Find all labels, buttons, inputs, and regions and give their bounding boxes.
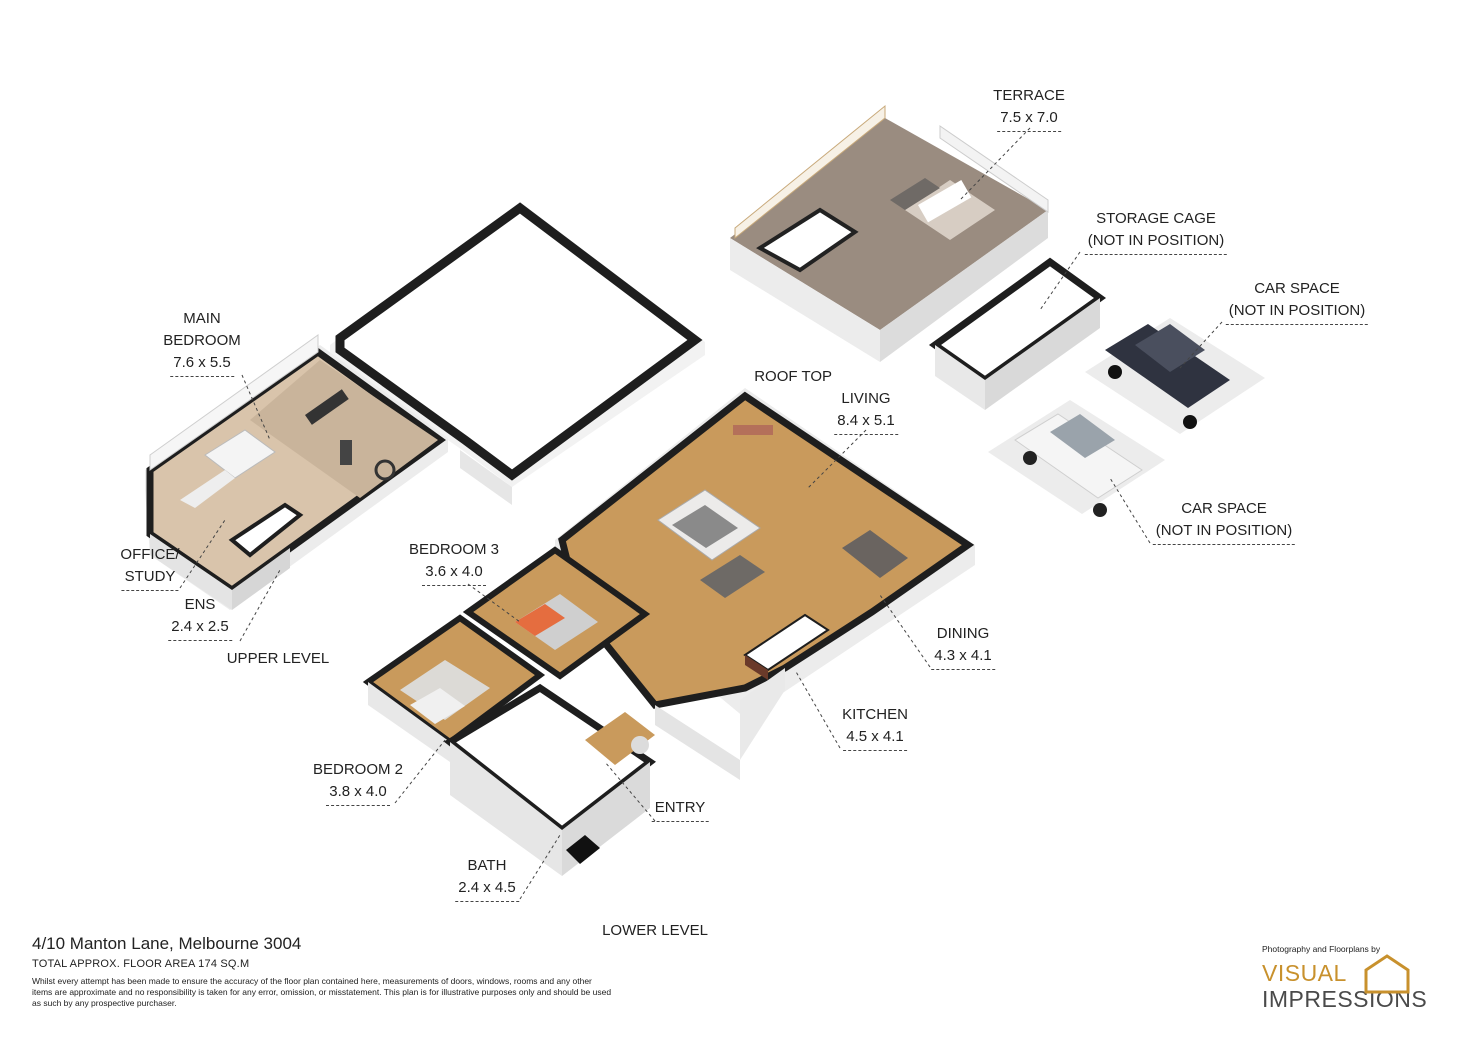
brand-logo: VISUAL IMPRESSIONS <box>1262 954 1442 1022</box>
room-dimension: 4.3 x 4.1 <box>931 645 995 670</box>
upper-level-label: UPPER LEVEL <box>226 650 330 667</box>
room-dimension: (NOT IN POSITION) <box>1225 300 1369 325</box>
room-dimension: (NOT IN POSITION) <box>1152 520 1296 545</box>
brand-name-line2: IMPRESSIONS <box>1262 986 1428 1012</box>
lower-level-label: LOWER LEVEL <box>602 922 708 939</box>
car-space-2 <box>988 400 1165 517</box>
room-name: KITCHEN <box>842 706 908 723</box>
label-roof-top-living: ROOF TOP LIVING 8.4 x 5.1 <box>754 366 898 435</box>
room-name: STORAGE CAGE <box>1096 210 1216 227</box>
label-office-study: OFFICE/ STUDY <box>120 544 180 591</box>
label-dining: DINING 4.3 x 4.1 <box>931 623 995 670</box>
upper-level-main-bedroom <box>145 334 448 610</box>
label-storage-cage: STORAGE CAGE (NOT IN POSITION) <box>1084 208 1228 255</box>
label-entry: ENTRY <box>651 797 709 822</box>
upper-level-courtyard <box>330 202 705 505</box>
brand-name-line1: VISUAL <box>1262 960 1347 986</box>
room-dimension: 7.6 x 5.5 <box>170 352 234 377</box>
room-name: CAR SPACE <box>1181 500 1267 517</box>
label-terrace: TERRACE 7.5 x 7.0 <box>993 85 1065 132</box>
room-name: BEDROOM 2 <box>312 761 404 778</box>
room-dimension: 2.4 x 2.5 <box>168 616 232 641</box>
room-name: TERRACE <box>993 87 1065 104</box>
label-ens: ENS 2.4 x 2.5 <box>168 594 232 641</box>
label-main-bedroom: MAIN BEDROOM 7.6 x 5.5 <box>163 308 241 377</box>
room-dimension: (NOT IN POSITION) <box>1084 230 1228 255</box>
brand-credit: Photography and Floorplans by <box>1262 944 1381 954</box>
room-name: BEDROOM 3 <box>408 541 500 558</box>
room-name: ENTRY <box>651 797 709 822</box>
room-name: ENS <box>184 596 216 613</box>
brand-block: Photography and Floorplans by VISUAL IMP… <box>1262 944 1442 1022</box>
room-dimension: 2.4 x 4.5 <box>455 877 519 902</box>
room-dimension: 3.8 x 4.0 <box>326 781 390 806</box>
label-kitchen: KITCHEN 4.5 x 4.1 <box>842 704 908 751</box>
house-icon <box>1364 954 1410 994</box>
storage-cage <box>928 257 1107 410</box>
plan-footer: 4/10 Manton Lane, Melbourne 3004 TOTAL A… <box>32 934 632 1009</box>
room-name: BATH <box>467 857 507 874</box>
room-name-line2: LIVING <box>841 390 891 407</box>
room-name: DINING <box>936 625 990 642</box>
room-name-line1: OFFICE/ <box>120 546 180 563</box>
disclaimer-text: Whilst every attempt has been made to en… <box>32 976 612 1008</box>
room-dimension: 8.4 x 5.1 <box>834 410 898 435</box>
room-dimension: 4.5 x 4.1 <box>843 726 907 751</box>
label-bedroom-3: BEDROOM 3 3.6 x 4.0 <box>409 539 499 586</box>
lower-level-living <box>555 388 975 780</box>
room-name-line2: BEDROOM <box>163 332 241 349</box>
label-car-space-2: CAR SPACE (NOT IN POSITION) <box>1152 498 1296 545</box>
room-name: CAR SPACE <box>1254 280 1340 297</box>
room-name-line2: STUDY <box>121 566 179 591</box>
total-floor-area: TOTAL APPROX. FLOOR AREA 174 SQ.M <box>32 958 250 970</box>
terrace-area <box>730 104 1049 362</box>
car-space-1 <box>1085 318 1265 434</box>
room-name-line1: MAIN <box>183 310 221 327</box>
room-dimension: 3.6 x 4.0 <box>422 561 486 586</box>
label-bath: BATH 2.4 x 4.5 <box>455 855 519 902</box>
property-address: 4/10 Manton Lane, Melbourne 3004 <box>32 934 302 953</box>
room-dimension: 7.5 x 7.0 <box>997 107 1061 132</box>
label-bedroom-2: BEDROOM 2 3.8 x 4.0 <box>313 759 403 806</box>
label-leader-lines <box>179 127 1223 900</box>
lower-level-bedrooms <box>362 546 656 876</box>
label-car-space-1: CAR SPACE (NOT IN POSITION) <box>1225 278 1369 325</box>
room-name-line1: ROOF TOP <box>754 368 833 385</box>
